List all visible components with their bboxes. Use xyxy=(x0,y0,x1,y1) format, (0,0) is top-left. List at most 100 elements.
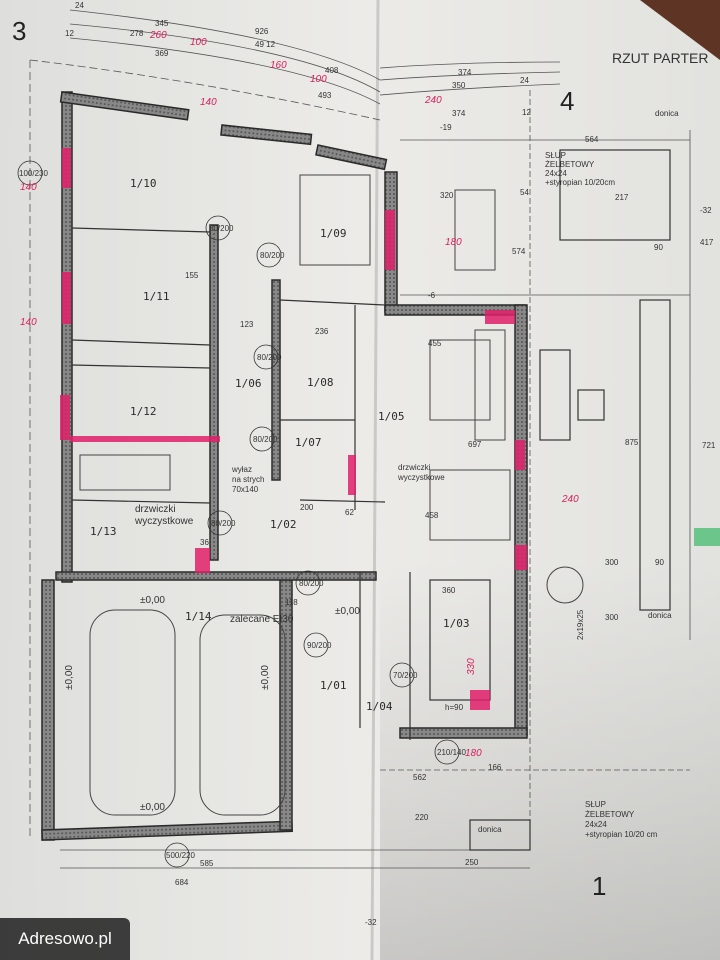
dim: 90 xyxy=(655,558,664,567)
room-label: 1/04 xyxy=(366,700,393,713)
spiral-stair-icon xyxy=(546,566,584,604)
walls xyxy=(41,91,528,841)
note: ŻELBETOWY xyxy=(585,810,635,819)
furniture xyxy=(79,174,584,816)
dim: 564 xyxy=(585,135,599,144)
dim: 721 xyxy=(702,441,716,450)
note: donica xyxy=(655,109,679,118)
dim: 24 xyxy=(520,76,529,85)
dim: 220 xyxy=(415,813,429,822)
dim: 155 xyxy=(185,271,199,280)
room-label: 1/13 xyxy=(90,525,117,538)
level: ±0,00 xyxy=(260,665,271,690)
dim: 574 xyxy=(512,247,526,256)
handwritten-note: 330 xyxy=(466,658,477,675)
dim: 300 xyxy=(605,613,619,622)
note: ŻELBETOWY xyxy=(545,160,595,169)
handwritten-note: 140 xyxy=(200,97,217,108)
handwritten-note: 100 xyxy=(310,74,327,85)
handwritten-note: 180 xyxy=(445,237,462,248)
note: 70x140 xyxy=(232,485,259,494)
note: 24x24 xyxy=(545,169,567,178)
handwritten-note: 260 xyxy=(149,30,167,41)
level: ±0,00 xyxy=(140,802,165,813)
room-label: 1/11 xyxy=(143,290,170,303)
note: 2x19x25 xyxy=(576,609,585,640)
dim: 374 xyxy=(452,109,466,118)
dimension-lines xyxy=(29,9,691,869)
dim: 697 xyxy=(468,440,482,449)
door-size: 80/200 xyxy=(260,251,285,260)
door-size: 80/200 xyxy=(299,579,324,588)
dim: 562 xyxy=(413,773,427,782)
green-tab xyxy=(694,528,720,546)
page-number: 4 xyxy=(560,86,574,116)
note: SŁUP xyxy=(545,151,566,160)
door-size: 70/200 xyxy=(393,671,418,680)
dim: 926 xyxy=(255,27,269,36)
door-size: 90/200 xyxy=(307,641,332,650)
door-size: 100/230 xyxy=(19,169,48,178)
shadow xyxy=(380,560,720,960)
dim: 684 xyxy=(175,878,189,887)
dim: 123 xyxy=(240,320,254,329)
room-label: 1/07 xyxy=(295,436,322,449)
note: donica xyxy=(478,825,502,834)
dim: 62 xyxy=(345,508,354,517)
car-icon xyxy=(199,614,286,816)
handwritten-note: 100 xyxy=(190,37,207,48)
dim: 24 xyxy=(75,1,84,10)
room-label: 1/05 xyxy=(378,410,405,423)
dim: 408 xyxy=(325,66,339,75)
dim: 417 xyxy=(700,238,714,247)
note: wyczystkowe xyxy=(134,516,194,527)
note: +styropian 10/20cm xyxy=(545,178,615,187)
car-icon xyxy=(89,609,176,816)
dim: -6 xyxy=(428,291,436,300)
dim: 875 xyxy=(625,438,639,447)
note: drzwiczki xyxy=(398,463,431,472)
dim: 585 xyxy=(200,859,214,868)
page-number: 1 xyxy=(592,871,606,901)
door-size: 80/200 xyxy=(253,435,278,444)
note: 24x24 xyxy=(585,820,607,829)
note: zalecane EI30 xyxy=(230,614,294,625)
dim: 345 xyxy=(155,19,169,28)
dim: 300 xyxy=(605,558,619,567)
note: SŁUP xyxy=(585,800,606,809)
note: h=90 xyxy=(445,703,464,712)
dim: 36 xyxy=(200,538,209,547)
door-size: 80/200 xyxy=(209,224,234,233)
level: ±0,00 xyxy=(64,665,75,690)
door-tags xyxy=(17,160,460,868)
dim: 250 xyxy=(465,858,479,867)
room-label: 1/08 xyxy=(307,376,334,389)
room-label: 1/01 xyxy=(320,679,347,692)
page-number: 3 xyxy=(12,16,26,46)
dim: 12 xyxy=(522,108,531,117)
room-label: 1/02 xyxy=(270,518,297,531)
room-label: 1/06 xyxy=(235,377,262,390)
dim: 458 xyxy=(425,511,439,520)
door-size: 500/220 xyxy=(166,851,195,860)
dimension-labels: 345 278 369 926 408 493 24 12 49 12 374 … xyxy=(65,1,716,927)
dim: -32 xyxy=(700,206,712,215)
dim: 236 xyxy=(315,327,329,336)
dim: 320 xyxy=(440,191,454,200)
note: donica xyxy=(648,611,672,620)
handwritten-note: 180 xyxy=(465,748,482,759)
door-size: 210/140 xyxy=(437,748,466,757)
annotations: drzwiczki wyczystkowe drzwiczki wyczystk… xyxy=(64,109,679,839)
dim: 369 xyxy=(155,49,169,58)
dim: -19 xyxy=(440,123,452,132)
dim: 374 xyxy=(458,68,472,77)
room-label: 1/12 xyxy=(130,405,157,418)
dim: 217 xyxy=(615,193,629,202)
dim: 493 xyxy=(318,91,332,100)
room-label: 1/14 xyxy=(185,610,212,623)
dim: 166 xyxy=(488,763,502,772)
dim: 118 xyxy=(285,598,298,607)
dim: 350 xyxy=(452,81,466,90)
watermark: Adresowo.pl xyxy=(0,918,130,960)
